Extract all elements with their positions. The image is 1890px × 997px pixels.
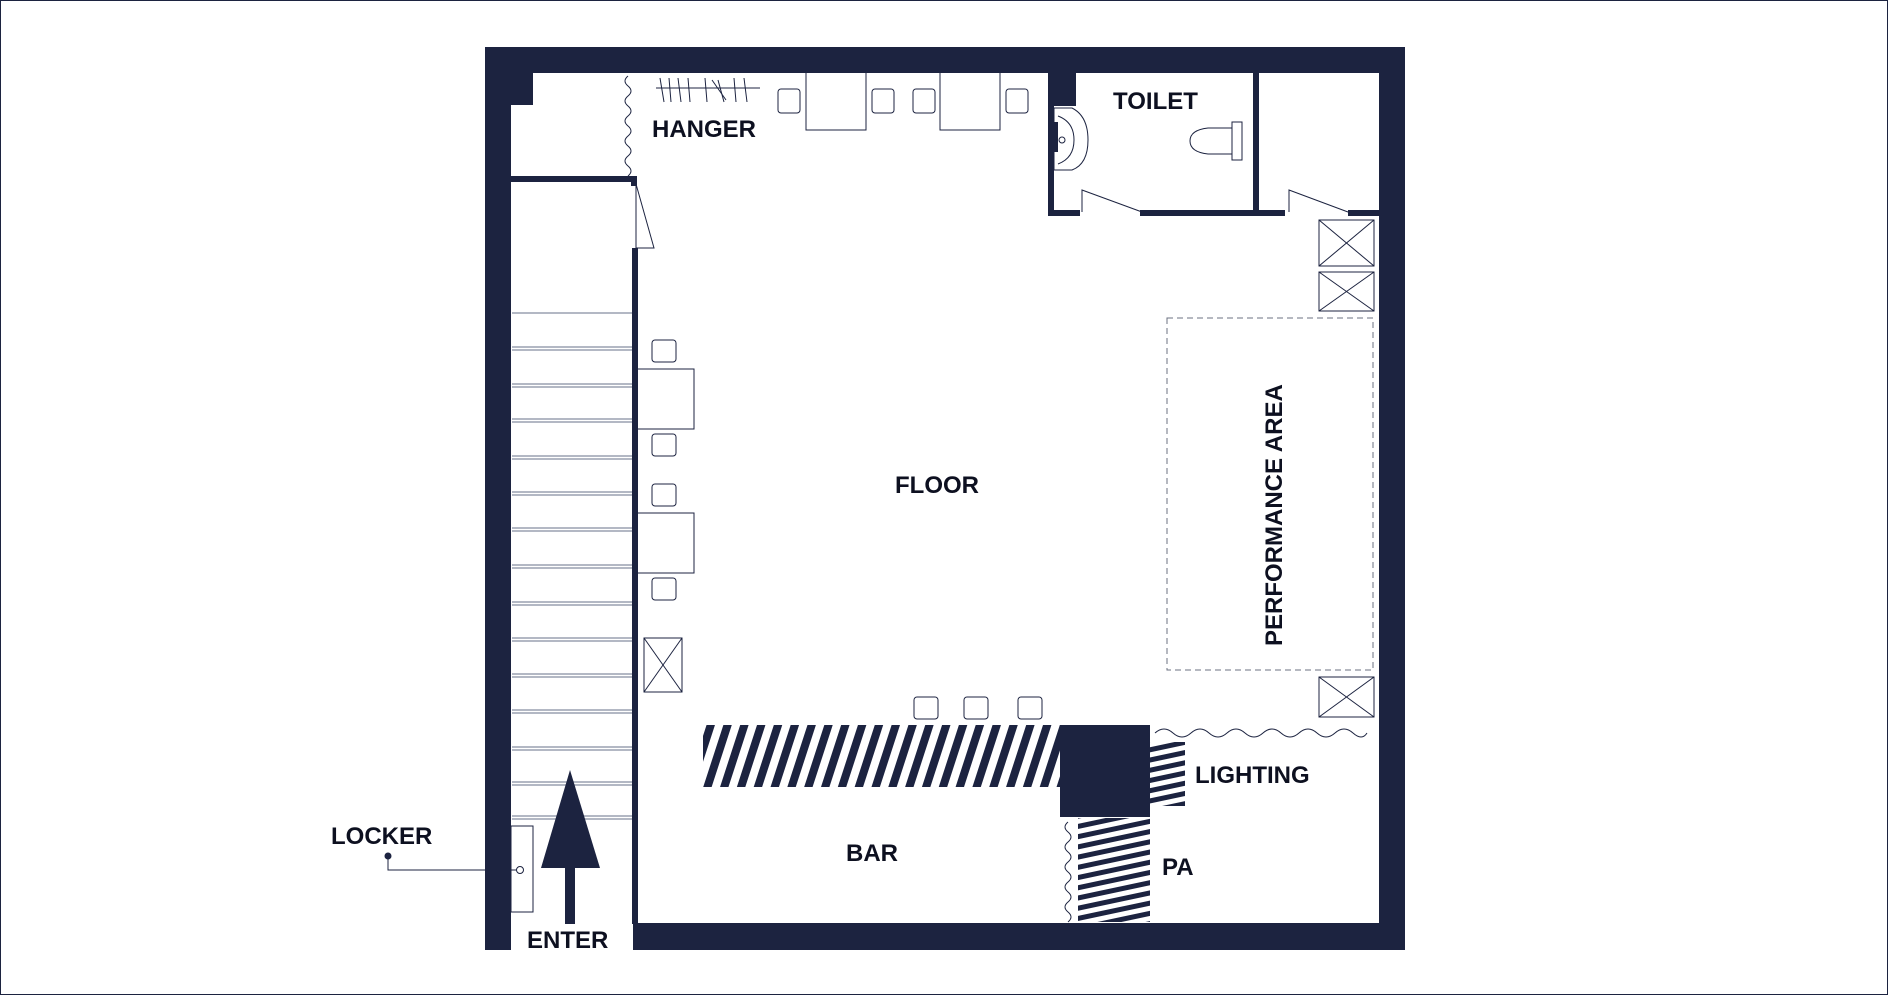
doors: [635, 183, 1349, 249]
interior-walls: [511, 70, 1380, 924]
equipment-block: [1060, 725, 1150, 817]
outer-walls: [485, 47, 1405, 950]
performance-area-label: PERFORMANCE AREA: [1261, 384, 1288, 646]
furniture: [636, 71, 1375, 720]
enter-arrow-icon: [541, 770, 600, 924]
enter-label: ENTER: [527, 927, 608, 954]
lighting-rack: [1150, 742, 1185, 806]
pa-curtain: [1064, 821, 1072, 923]
floor-label: FLOOR: [895, 472, 979, 499]
pa-label: PA: [1162, 854, 1194, 881]
pa-rack: [1078, 818, 1150, 922]
hanger-rack-icon: [656, 77, 760, 103]
toilet-fixtures: [1053, 107, 1243, 171]
hanger-curtain: [624, 75, 632, 177]
staircase: [512, 312, 632, 820]
hanger-label: HANGER: [652, 116, 756, 143]
locker-label: LOCKER: [331, 823, 432, 850]
bar-counter: [703, 725, 1060, 787]
bar-label: BAR: [846, 840, 898, 867]
lighting-label: LIGHTING: [1195, 762, 1310, 789]
locker: [387, 825, 534, 913]
performance-area-zone: [1166, 317, 1374, 671]
locker-pointer-dot: [384, 852, 392, 860]
stage-curtain: [1154, 728, 1368, 738]
toilet-label: TOILET: [1113, 88, 1198, 115]
